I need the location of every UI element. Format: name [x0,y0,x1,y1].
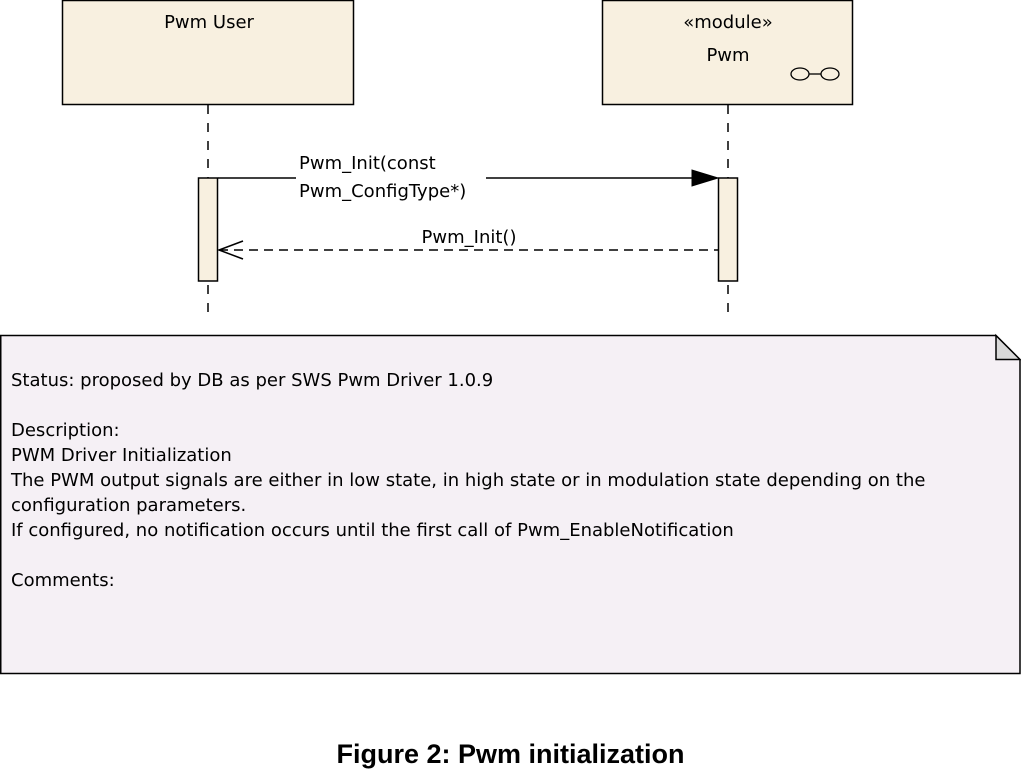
note-description-heading: Description: [11,420,120,441]
note-description-line: If configured, no notification occurs un… [11,520,734,541]
note-blank-line [11,543,1001,568]
figure-caption: Figure 2: Pwm initialization [336,739,685,769]
lifeline-head-pwm-user [61,0,355,106]
note-comments-heading: Comments: [11,570,115,591]
message-label-background [296,150,486,202]
activation-bar-pwm-user [197,177,219,282]
message-init-call-label-line1: Pwm_Init(const [299,153,436,174]
lifeline-stereotype-module: «module» [683,12,772,33]
component-glasses-icon [790,67,840,81]
lifeline-title-pwm: Pwm [706,45,749,66]
lifeline-head-pwm-module [601,0,854,106]
activation-bar-pwm-module [717,177,739,282]
message-init-return-label: Pwm_Init() [422,227,517,248]
lifeline-title-pwm-user: Pwm User [164,12,254,33]
note-blank-line [11,393,1001,418]
note-description-line: The PWM output signals are either in low… [11,470,926,491]
note-text: Status: proposed by DB as per SWS Pwm Dr… [11,368,1001,593]
note-box [0,334,1021,675]
filled-arrowhead-icon [691,169,720,187]
message-init-call-label-line2: Pwm_ConfigType*) [299,181,466,202]
note-fold-corner-icon [995,333,1021,361]
note-description-title: PWM Driver Initialization [11,445,232,466]
note-status-line: Status: proposed by DB as per SWS Pwm Dr… [11,370,494,391]
open-arrowhead-icon [216,240,244,260]
note-description-line: configuration parameters. [11,495,247,516]
